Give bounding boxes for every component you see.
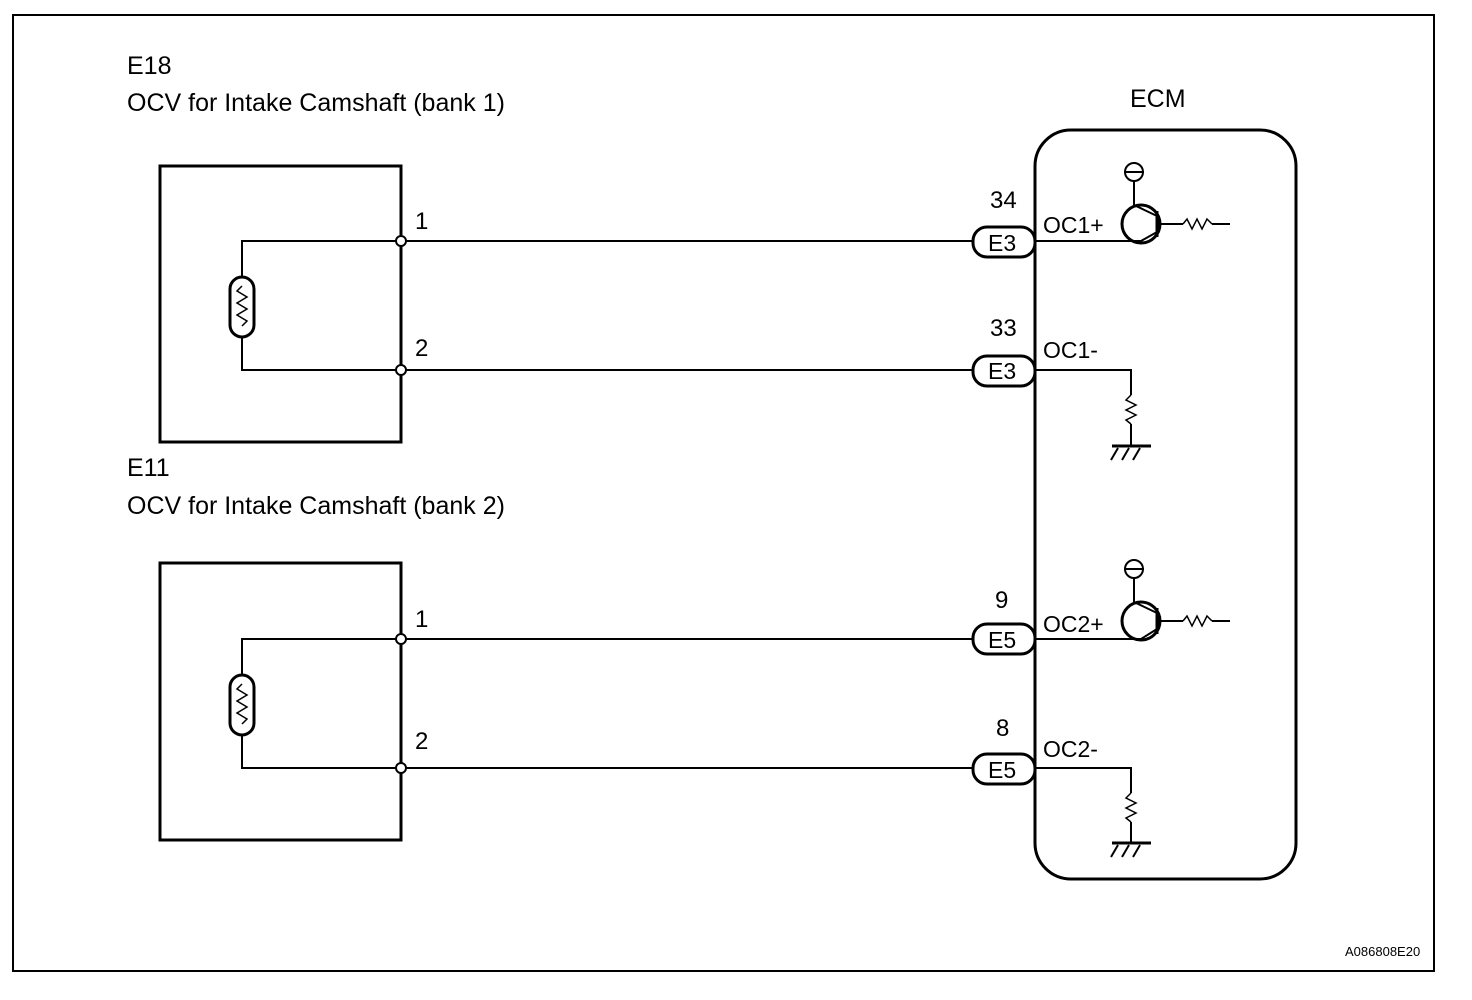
connector-label: E3	[988, 230, 1016, 256]
component-e11-name: OCV for Intake Camshaft (bank 2)	[127, 492, 505, 520]
resistor-icon	[1182, 614, 1213, 628]
diagram-frame	[12, 14, 1435, 972]
terminal-e18-1	[395, 235, 407, 247]
terminal-e11-2	[395, 762, 407, 774]
pin-number-34: 34	[990, 187, 1017, 214]
pin-label-e11-2: 2	[415, 728, 428, 755]
pin-label-e11-1: 1	[415, 606, 428, 633]
ecm-box	[1033, 128, 1298, 881]
ground-oc1-minus	[1035, 369, 1151, 461]
pin-label-e18-1: 1	[415, 208, 428, 235]
pin-number-8: 8	[996, 715, 1009, 742]
solenoid-coil-icon	[228, 673, 256, 737]
signal-oc2-minus: OC2-	[1043, 736, 1098, 762]
terminal-e11-1	[395, 633, 407, 645]
component-e11-body	[158, 561, 407, 842]
connector-label: E3	[988, 358, 1016, 384]
signal-oc1-minus: OC1-	[1043, 337, 1098, 363]
resistor-icon	[1124, 394, 1138, 425]
resistor-icon	[1182, 217, 1213, 231]
signal-oc2-plus: OC2+	[1043, 611, 1104, 637]
pin-number-33: 33	[990, 315, 1017, 342]
terminal-e18-2	[395, 364, 407, 376]
transistor-icon	[1120, 600, 1162, 642]
transistor-oc1-driver	[1035, 162, 1230, 245]
connector-label: E5	[988, 757, 1016, 783]
pin-number-9: 9	[995, 587, 1008, 614]
pin-label-e18-2: 2	[415, 335, 428, 362]
component-e18-body	[158, 164, 407, 444]
ecm-label: ECM	[1130, 85, 1186, 113]
connector-label: E5	[988, 627, 1016, 653]
transistor-icon	[1120, 203, 1162, 245]
connector-e3-pin34: 34 E3 OC1+	[971, 187, 1104, 259]
connector-e5-pin8: 8 E5 OC2-	[971, 715, 1098, 786]
component-e18-id: E18	[127, 52, 171, 80]
ground-oc2-minus	[1035, 767, 1151, 858]
transistor-oc2-driver	[1035, 559, 1230, 642]
connector-e5-pin9: 9 E5 OC2+	[971, 587, 1104, 656]
component-e11-id: E11	[127, 454, 170, 482]
solenoid-coil-icon	[228, 275, 256, 339]
figure-code: A086808E20	[1345, 944, 1420, 959]
resistor-icon	[1124, 792, 1138, 823]
connector-e3-pin33: 33 E3 OC1-	[971, 315, 1098, 388]
component-e18-name: OCV for Intake Camshaft (bank 1)	[127, 89, 505, 117]
signal-oc1-plus: OC1+	[1043, 212, 1104, 238]
